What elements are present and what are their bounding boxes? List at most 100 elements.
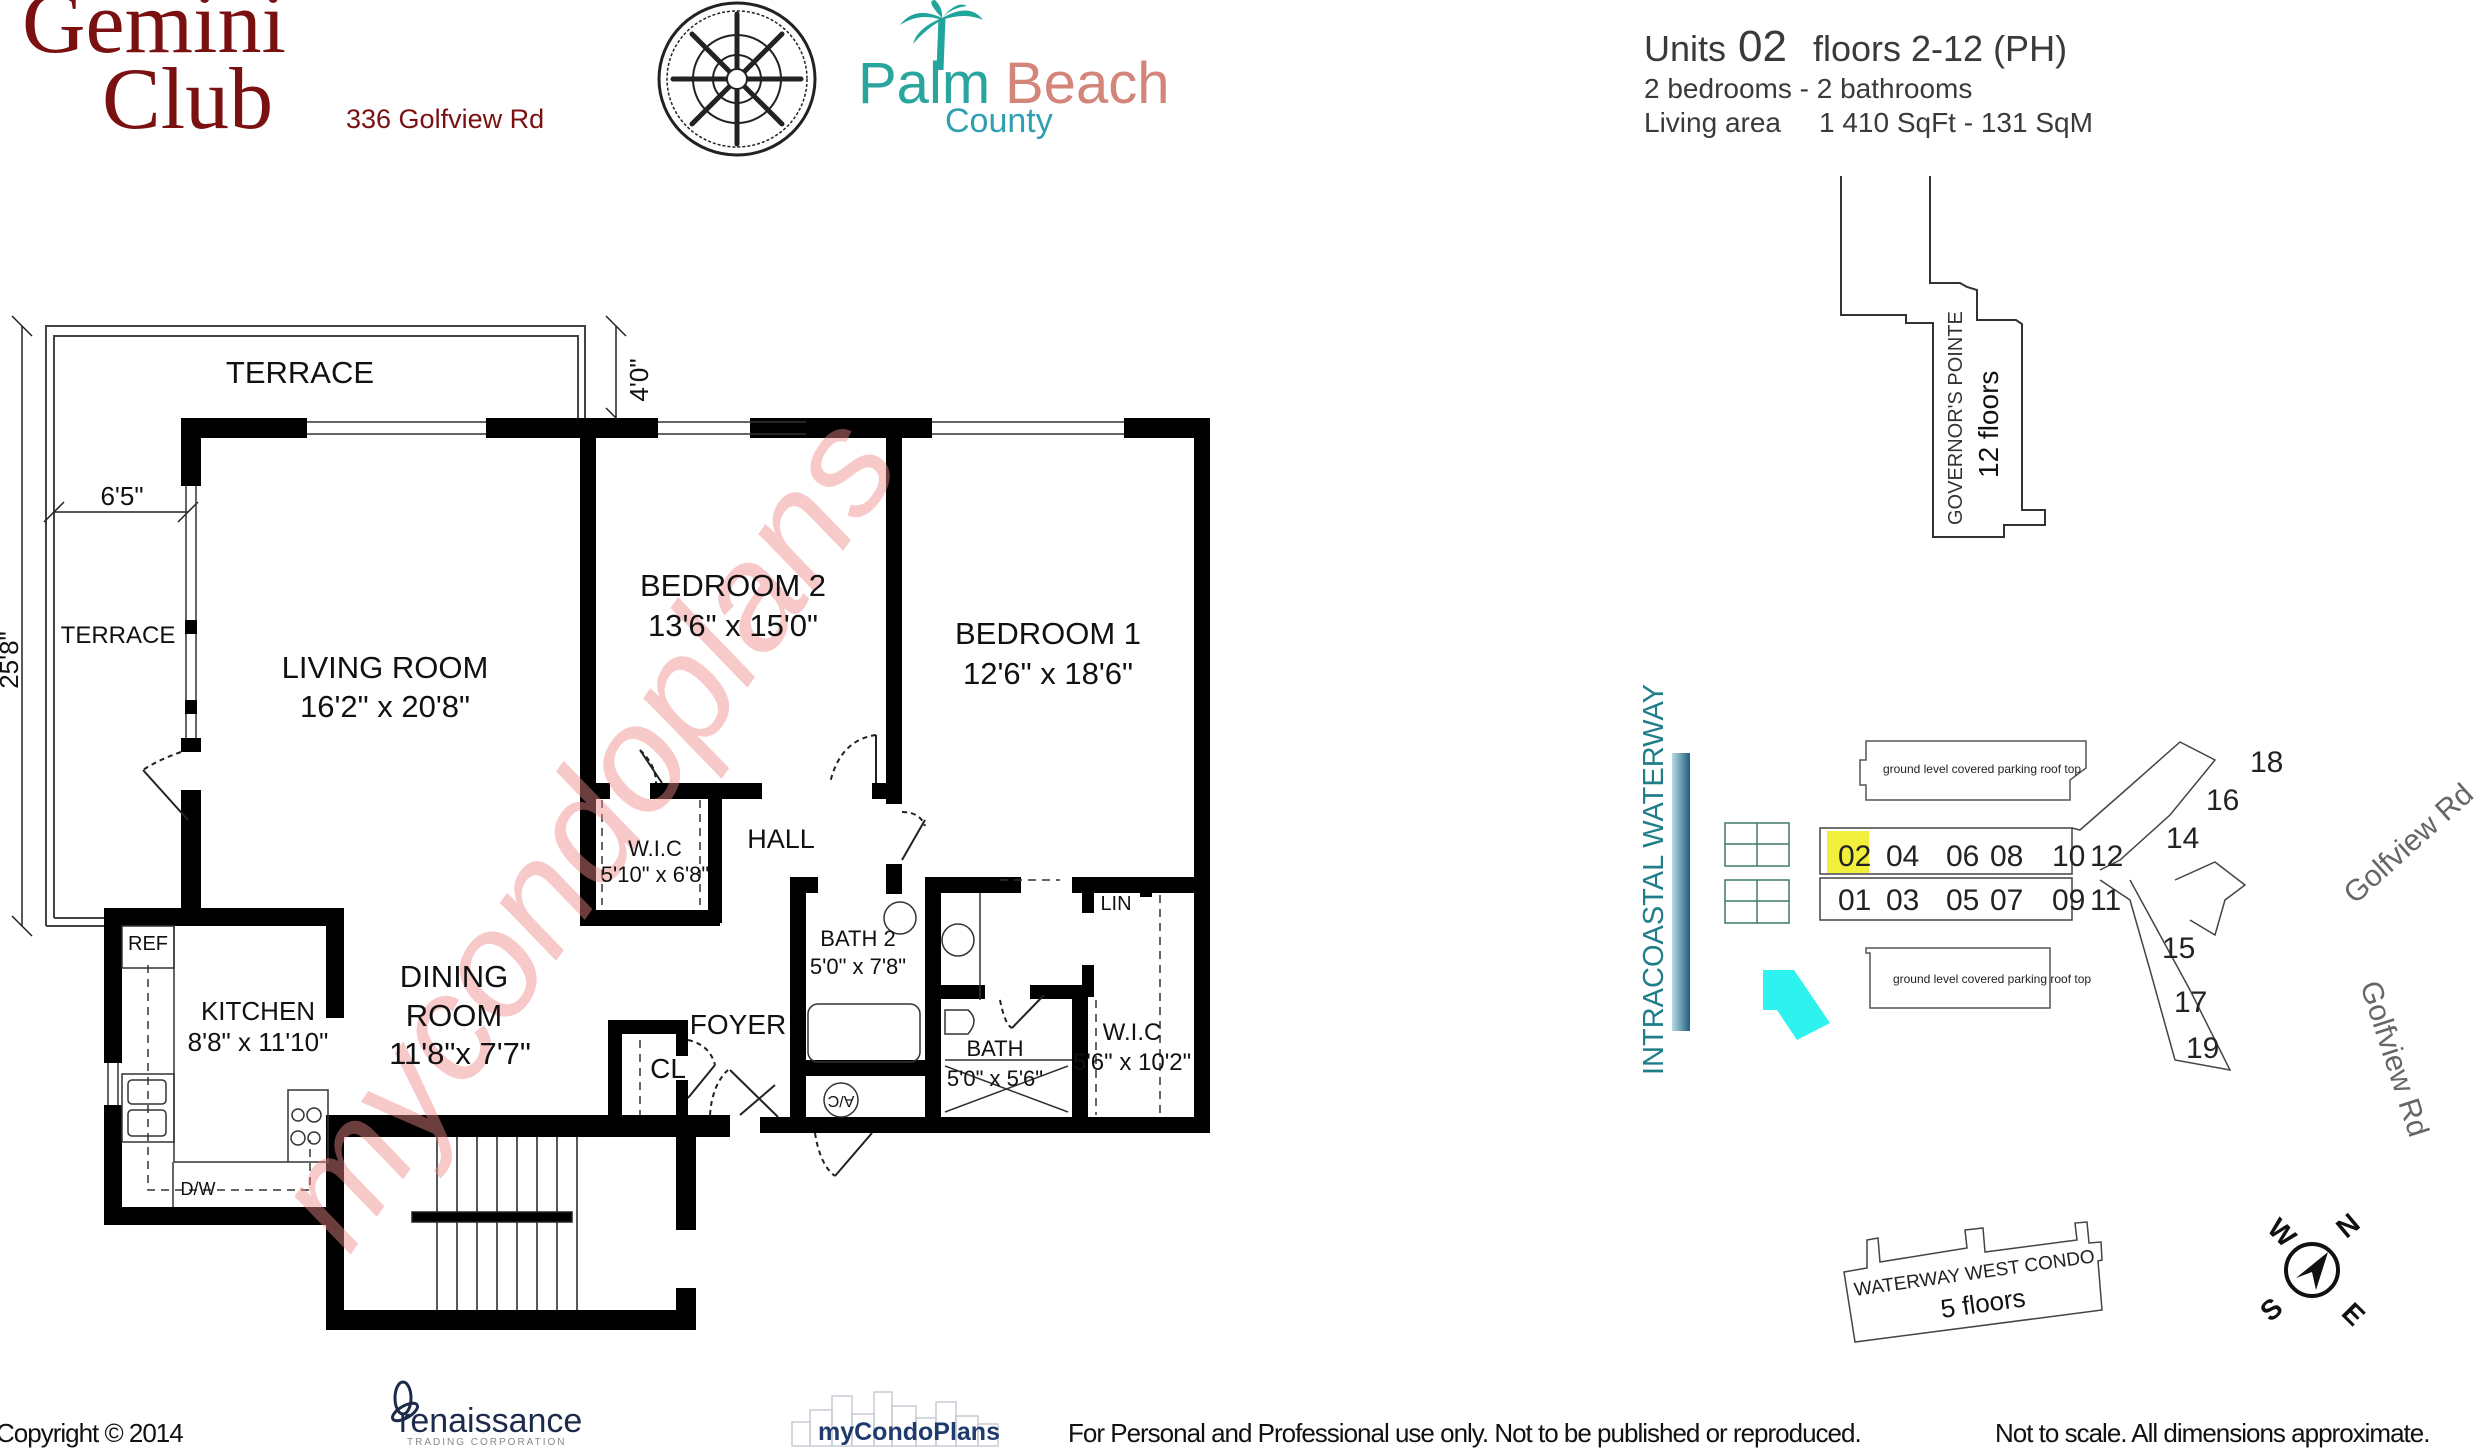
room-bath-size: 5'0" x 5'6" bbox=[947, 1066, 1043, 1091]
parking-bottom-label: ground level covered parking roof top bbox=[1893, 972, 2091, 986]
unit-09[interactable]: 09 bbox=[2052, 884, 2085, 917]
room-wic2-name: W.I.C bbox=[1103, 1019, 1162, 1046]
dimension-terrace-width: 6'5" bbox=[100, 481, 143, 511]
mycondoplans-logo: myCondoPlans bbox=[790, 1388, 1030, 1447]
room-bath2-size: 5'0" x 7'8" bbox=[810, 954, 906, 979]
unit-18[interactable]: 18 bbox=[2250, 746, 2283, 779]
unit-10[interactable]: 10 bbox=[2052, 840, 2085, 873]
logo-word-palm: Palm bbox=[858, 51, 991, 116]
parking-structures bbox=[1859, 740, 2087, 1009]
room-kitchen-size: 8'8" x 11'10" bbox=[188, 1027, 329, 1057]
fixtures bbox=[121, 800, 1161, 1207]
building-name: Gemini Club bbox=[22, 0, 286, 144]
room-linen: LIN bbox=[1100, 893, 1131, 915]
renaissance-logo: renaissance TRADING CORPORATION bbox=[391, 1380, 582, 1447]
room-wic2-size: 5'6" x 10'2" bbox=[1073, 1049, 1191, 1076]
room-bedroom2-name: BEDROOM 2 bbox=[640, 568, 826, 603]
unit-04[interactable]: 04 bbox=[1886, 840, 1919, 873]
unit-05[interactable]: 05 bbox=[1946, 884, 1979, 917]
room-wic1-size: 5'10" x 6'8" bbox=[601, 862, 709, 887]
building-name-line1: Gemini bbox=[22, 0, 286, 72]
room-dining-name2: ROOM bbox=[406, 998, 502, 1033]
skyline-icon bbox=[791, 1391, 999, 1447]
waterway-label: INTRACOASTAL WATERWAY bbox=[1638, 684, 1670, 1075]
renaissance-subtitle: TRADING CORPORATION bbox=[407, 1437, 566, 1447]
ac-unit-label: A/C bbox=[828, 1092, 855, 1109]
logo-word-county: County bbox=[945, 102, 1053, 140]
unit-08[interactable]: 08 bbox=[1990, 840, 2023, 873]
room-living-size: 16'2" x 20'8" bbox=[300, 689, 470, 724]
unit-floors: floors 2-12 (PH) bbox=[1812, 28, 2068, 69]
unit-title: Units 02 floors 2-12 (PH) bbox=[1644, 22, 2093, 72]
unit-rooms: 2 bedrooms - 2 bathrooms bbox=[1644, 73, 1973, 104]
room-terrace-top: TERRACE bbox=[226, 355, 374, 390]
dimension-terrace-depth: 4'0" bbox=[624, 358, 654, 401]
pool bbox=[1763, 970, 1830, 1040]
scale-note: Not to scale. All dimensions approximate… bbox=[1995, 1418, 2430, 1448]
unit-numbers: 02 04 06 08 10 12 01 03 05 07 09 11 14 1… bbox=[1838, 746, 2283, 1065]
room-bedroom1-name: BEDROOM 1 bbox=[955, 616, 1141, 651]
palm-beach-county-logo bbox=[855, 0, 1175, 150]
unit-02[interactable]: 02 bbox=[1838, 840, 1871, 873]
units-label: Units bbox=[1644, 28, 1727, 69]
walls bbox=[104, 418, 1210, 1330]
mycondoplans-wordmark: myCondoPlans bbox=[818, 1418, 1000, 1446]
waterway-bar bbox=[1672, 753, 1690, 1031]
room-bedroom2-size: 13'6" x 15'0" bbox=[648, 608, 818, 643]
unit-16[interactable]: 16 bbox=[2206, 784, 2239, 817]
living-area-value: 1 410 SqFt - 131 SqM bbox=[1818, 107, 2093, 138]
room-wic1-name: W.I.C bbox=[628, 836, 682, 861]
unit-03[interactable]: 03 bbox=[1886, 884, 1919, 917]
unit-19[interactable]: 19 bbox=[2186, 1032, 2219, 1065]
room-hall: HALL bbox=[747, 824, 815, 854]
renaissance-wordmark: renaissance bbox=[399, 1402, 582, 1440]
doors bbox=[142, 734, 1045, 1177]
governors-pointe-floors: 12 floors bbox=[1973, 371, 2004, 478]
village-seal-logo bbox=[657, 1, 817, 157]
unit-15[interactable]: 15 bbox=[2162, 932, 2195, 965]
room-bath-name: BATH bbox=[966, 1036, 1023, 1061]
unit-12[interactable]: 12 bbox=[2090, 840, 2123, 873]
unit-11[interactable]: 11 bbox=[2090, 884, 2121, 917]
road-label-upper: Golfview Rd bbox=[2338, 777, 2480, 910]
waterway-west-building bbox=[1843, 1221, 2103, 1343]
unit-highlight bbox=[1827, 831, 1869, 873]
compass-south: S bbox=[2254, 1292, 2288, 1328]
unit-living-area: Living area 1 410 SqFt - 131 SqM bbox=[1644, 106, 2093, 140]
site-plan: GOVERNOR'S POINTE 12 floors INTRACOASTAL… bbox=[1638, 176, 2480, 1343]
governors-pointe-building bbox=[1840, 176, 2046, 538]
logo-word-beach: Beach bbox=[1005, 51, 1170, 116]
fixture-ref: REF bbox=[128, 933, 168, 955]
copyright: Copyright © 2014 bbox=[0, 1418, 184, 1448]
unit-17[interactable]: 17 bbox=[2174, 986, 2207, 1019]
room-labels: TERRACE TERRACE LIVING ROOM 16'2" x 20'8… bbox=[0, 355, 1191, 1199]
room-living-name: LIVING ROOM bbox=[282, 650, 489, 685]
palm-tree-icon bbox=[900, 0, 983, 70]
room-dining-size: 11'8"x 7'7" bbox=[389, 1036, 531, 1071]
main-building bbox=[1819, 741, 2247, 1072]
room-dining-name: DINING bbox=[400, 959, 509, 994]
room-closet: CL bbox=[650, 1053, 686, 1084]
fixture-dishwasher: D/W bbox=[181, 1179, 216, 1199]
unit-01[interactable]: 01 bbox=[1838, 884, 1871, 917]
living-area-label: Living area bbox=[1644, 107, 1781, 138]
governors-pointe-label: GOVERNOR'S POINTE bbox=[1945, 311, 1967, 525]
unit-06[interactable]: 06 bbox=[1946, 840, 1979, 873]
room-foyer: FOYER bbox=[690, 1009, 786, 1040]
footer: Copyright © 2014 For Personal and Profes… bbox=[0, 1410, 2480, 1448]
road-label-lower: Golfview Rd bbox=[2353, 977, 2434, 1141]
stairs bbox=[411, 1137, 578, 1310]
parking-top-label: ground level covered parking roof top bbox=[1883, 762, 2081, 776]
tennis-courts bbox=[1724, 822, 1790, 924]
room-kitchen-name: KITCHEN bbox=[201, 996, 315, 1026]
unit-14[interactable]: 14 bbox=[2166, 822, 2199, 855]
compass-north: N bbox=[2330, 1207, 2365, 1244]
unit-number: 02 bbox=[1738, 22, 1787, 71]
unit-info-panel: Units 02 floors 2-12 (PH) 2 bedrooms - 2 b… bbox=[1644, 22, 2093, 140]
floor-plan: mycondoplans TERRACE TERRACE LIVING ROOM… bbox=[0, 315, 1210, 1330]
compass-icon: N W S E bbox=[2254, 1207, 2371, 1332]
unit-07[interactable]: 07 bbox=[1990, 884, 2023, 917]
dimension-lines bbox=[11, 315, 627, 937]
dimension-terrace-length: 25'8" bbox=[0, 631, 24, 689]
usage-note: For Personal and Professional use only. … bbox=[1068, 1418, 1862, 1448]
